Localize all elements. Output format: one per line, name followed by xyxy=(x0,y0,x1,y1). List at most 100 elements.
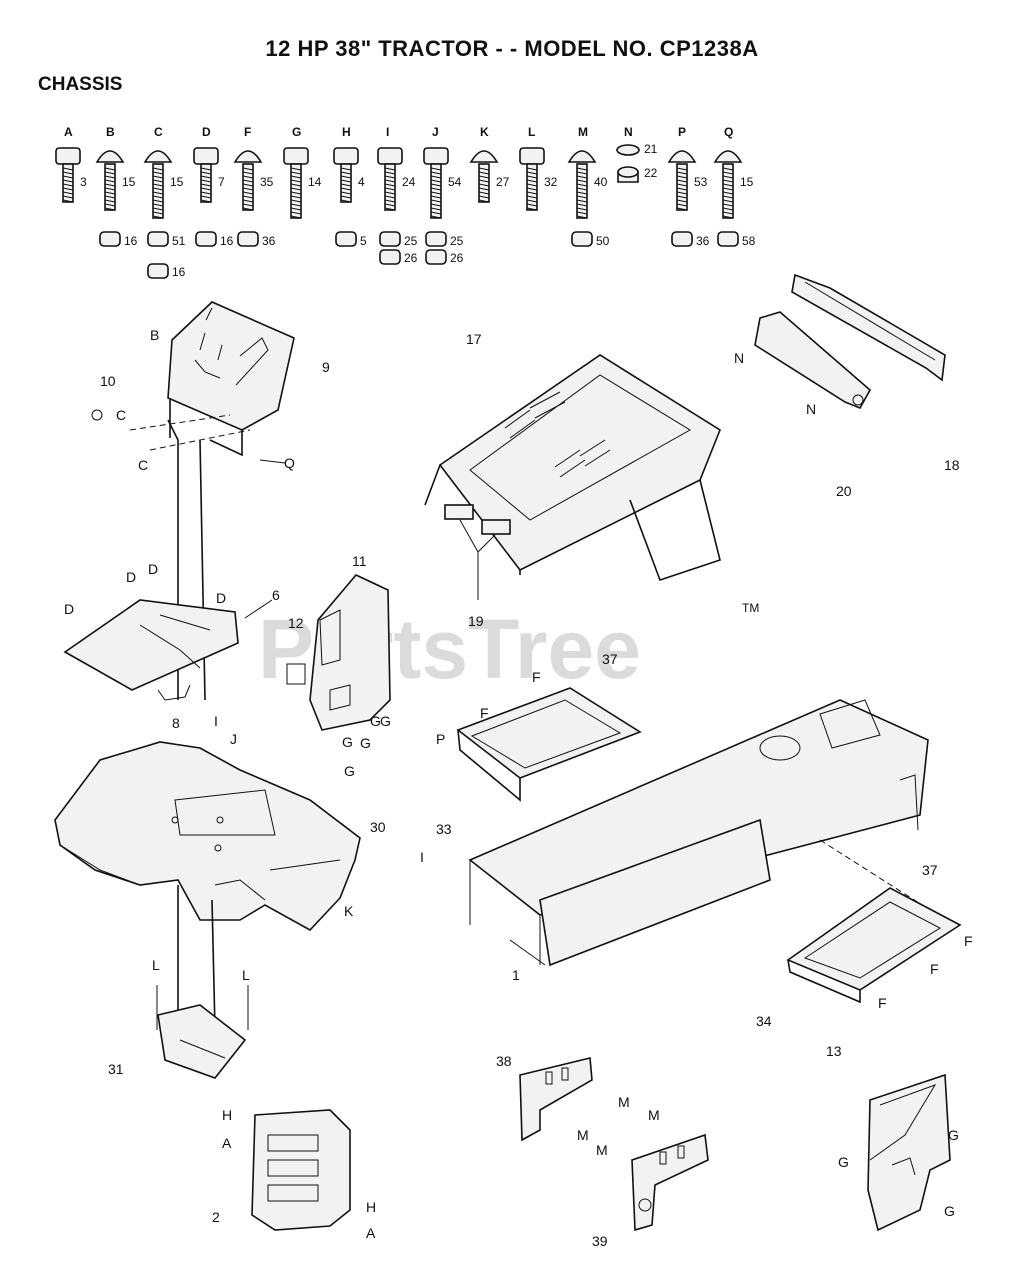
letter-mark-K: K xyxy=(344,903,354,919)
letter-mark-J: J xyxy=(230,731,237,747)
callout-18: 18 xyxy=(944,457,960,473)
callout-11: 11 xyxy=(352,553,367,569)
letter-mark-G: G xyxy=(838,1154,849,1170)
floor-plate xyxy=(63,599,273,701)
nut-icon xyxy=(379,231,401,247)
bolt-shank-icon xyxy=(676,163,688,211)
hardware-B: B 15 16 xyxy=(95,125,138,248)
dash-panel-assembly xyxy=(91,301,295,701)
hardware-ref: 3 xyxy=(80,175,87,189)
main-frame xyxy=(468,699,931,967)
letter-mark-M: M xyxy=(618,1094,630,1110)
hardware-strip: A3B1516C1551D716F3536G14H45I2425J5425K27… xyxy=(55,125,756,279)
hardware-ref: 15 xyxy=(740,175,754,189)
callout-9: 9 xyxy=(322,359,330,375)
hardware-ref: 4 xyxy=(358,175,365,189)
trademark: TM xyxy=(742,601,759,615)
hardware-ref: 25 xyxy=(404,234,418,248)
hardware-ref: 16 xyxy=(124,234,138,248)
seat-support xyxy=(156,885,249,1079)
hardware-letter: J xyxy=(432,125,439,139)
callout-1: 1 xyxy=(512,967,520,983)
callout-6: 6 xyxy=(272,587,280,603)
hardware-I: I 24 25 xyxy=(377,125,418,248)
letter-mark-D: D xyxy=(126,569,136,585)
hardware-letter: C xyxy=(154,125,163,139)
bolt-shank-icon xyxy=(242,163,254,211)
hardware-ref: 40 xyxy=(594,175,608,189)
letter-mark-A: A xyxy=(366,1225,376,1241)
hardware-letter: H xyxy=(342,125,351,139)
nut-top-icon xyxy=(617,166,639,178)
hardware-ref: 16 xyxy=(172,265,186,279)
letter-mark-G: G xyxy=(370,713,381,729)
letter-mark-F: F xyxy=(878,995,887,1011)
callout-layer: 1268910111213171819203031333437373839AAB… xyxy=(64,327,973,1249)
letter-mark-G: G xyxy=(344,763,355,779)
bolt-shank-icon xyxy=(430,163,442,219)
hardware-letter: I xyxy=(386,125,389,139)
section-title: CHASSIS xyxy=(38,74,123,95)
bolt-shank-icon xyxy=(290,163,302,219)
callout-39: 39 xyxy=(592,1233,608,1249)
page-title: 12 HP 38" TRACTOR - - MODEL NO. CP1238A xyxy=(265,36,759,61)
hardware-ref: 14 xyxy=(308,175,322,189)
rear-panel xyxy=(251,1109,351,1231)
letter-mark-D: D xyxy=(64,601,74,617)
letter-mark-C: C xyxy=(138,457,148,473)
bolt-head-icon xyxy=(95,150,125,163)
bolt-head-icon xyxy=(423,147,449,165)
bolt-head-icon xyxy=(233,150,263,163)
nut-icon xyxy=(571,231,593,247)
hardware-ref: 15 xyxy=(122,175,136,189)
letter-mark-I: I xyxy=(214,713,218,729)
bracket-38 xyxy=(519,1057,593,1142)
nut-icon xyxy=(425,231,447,247)
callout-33: 33 xyxy=(436,821,452,837)
hardware-ref: 24 xyxy=(402,175,416,189)
hardware-ref: 36 xyxy=(262,234,276,248)
hardware-F: F 35 36 xyxy=(233,125,276,248)
letter-mark-Q: Q xyxy=(284,455,295,471)
hardware-L: L32 xyxy=(519,125,558,211)
letter-mark-B: B xyxy=(150,327,159,343)
letter-mark-N: N xyxy=(734,350,744,366)
letter-mark-F: F xyxy=(532,669,541,685)
side-plate xyxy=(867,1073,951,1232)
hardware-ref: 26 xyxy=(404,251,418,265)
bolt-head-icon xyxy=(667,150,697,163)
callout-17: 17 xyxy=(466,331,482,347)
nut-icon xyxy=(671,231,693,247)
extra-nut: 16 xyxy=(147,263,186,279)
letter-mark-A: A xyxy=(222,1135,232,1151)
hardware-letter: K xyxy=(480,125,489,139)
bolt-shank-icon xyxy=(576,163,588,219)
hardware-ref: 16 xyxy=(220,234,234,248)
letter-mark-M: M xyxy=(648,1107,660,1123)
letter-mark-M: M xyxy=(577,1127,589,1143)
letter-mark-G: G xyxy=(360,735,371,751)
bolt-head-icon xyxy=(713,150,743,163)
hardware-letter: G xyxy=(292,125,301,139)
hardware-ref: 35 xyxy=(260,175,274,189)
hardware-letter: F xyxy=(244,125,251,139)
letter-mark-F: F xyxy=(930,961,939,977)
nut-icon xyxy=(425,249,447,265)
hardware-letter: B xyxy=(106,125,115,139)
letter-mark-P: P xyxy=(436,731,445,747)
hardware-letter: N xyxy=(624,125,633,139)
bolt-shank-icon xyxy=(722,163,734,219)
callout-2: 2 xyxy=(212,1209,220,1225)
letter-mark-N: N xyxy=(806,401,816,417)
bolt-shank-icon xyxy=(526,163,538,211)
callout-8: 8 xyxy=(172,715,180,731)
letter-mark-G: G xyxy=(944,1203,955,1219)
right-footrest xyxy=(786,887,962,1004)
hardware-ref: 21 xyxy=(644,142,658,156)
bolt-head-icon xyxy=(333,147,359,165)
letter-mark-H: H xyxy=(366,1199,376,1215)
hardware-ref: 27 xyxy=(496,175,510,189)
bolt-shank-icon xyxy=(62,163,74,203)
